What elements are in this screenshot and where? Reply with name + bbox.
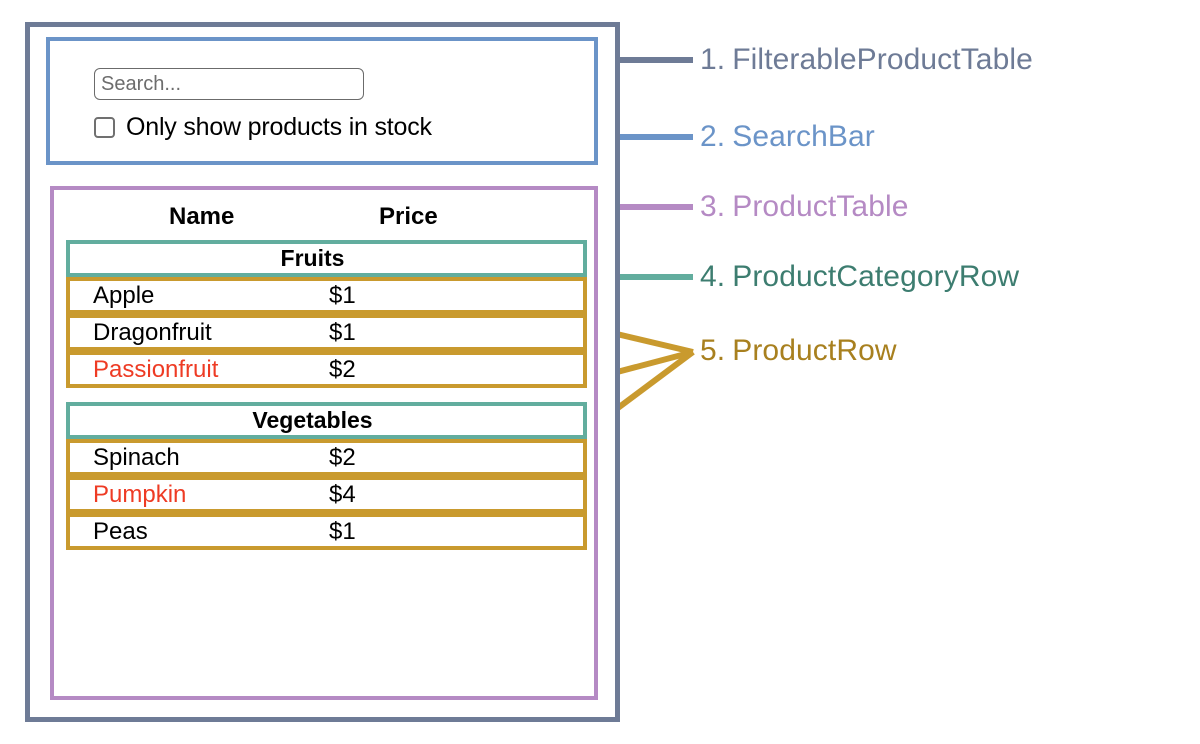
column-header-name: Name — [169, 203, 235, 230]
product-name: Passionfruit — [93, 355, 219, 383]
legend-label: ProductTable — [732, 190, 909, 223]
legend-label: ProductRow — [732, 334, 897, 367]
product-price: $1 — [329, 517, 356, 545]
legend-item-product-category-row: 4.ProductCategoryRow — [700, 260, 1019, 294]
product-price: $1 — [329, 281, 356, 309]
product-price: $1 — [329, 318, 356, 346]
product-price: $4 — [329, 480, 356, 508]
in-stock-filter-row[interactable]: Only show products in stock — [94, 113, 432, 142]
legend-label: FilterableProductTable — [732, 43, 1033, 76]
product-table-frame: Name Price Fruits Apple $1 Dragonfruit $… — [50, 186, 598, 700]
product-name: Pumpkin — [93, 480, 187, 508]
product-price: $2 — [329, 355, 356, 383]
product-row: Pumpkin $4 — [66, 476, 587, 513]
legend-item-search-bar: 2.SearchBar — [700, 120, 875, 154]
product-category-label: Fruits — [280, 245, 345, 271]
legend-number: 3. — [700, 190, 726, 223]
in-stock-filter-label: Only show products in stock — [126, 113, 432, 141]
search-bar-frame: Only show products in stock — [46, 37, 598, 165]
product-category-row: Vegetables — [66, 402, 587, 439]
legend-item-product-row: 5.ProductRow — [700, 334, 897, 368]
product-name: Spinach — [93, 443, 180, 471]
legend-label: ProductCategoryRow — [732, 260, 1020, 293]
product-rows-area: Fruits Apple $1 Dragonfruit $1 Passionfr… — [66, 240, 587, 550]
product-name: Dragonfruit — [93, 318, 212, 346]
legend-number: 1. — [700, 43, 726, 76]
product-row: Dragonfruit $1 — [66, 314, 587, 351]
column-header-price: Price — [379, 203, 438, 230]
checkbox-icon[interactable] — [94, 117, 115, 138]
product-row: Spinach $2 — [66, 439, 587, 476]
product-name: Apple — [93, 281, 155, 309]
legend-item-product-table: 3.ProductTable — [700, 190, 909, 224]
legend-label: SearchBar — [732, 120, 875, 153]
product-category-row: Fruits — [66, 240, 587, 277]
legend-number: 4. — [700, 260, 726, 293]
product-category-label: Vegetables — [252, 407, 373, 433]
search-input[interactable] — [94, 68, 364, 100]
table-header-row: Name Price — [54, 198, 594, 236]
product-row: Passionfruit $2 — [66, 351, 587, 388]
product-name: Peas — [93, 517, 148, 545]
legend-item-filterable-product-table: 1.FilterableProductTable — [700, 43, 1033, 77]
product-row: Apple $1 — [66, 277, 587, 314]
section-spacer — [66, 388, 587, 402]
legend-number: 2. — [700, 120, 726, 153]
product-row: Peas $1 — [66, 513, 587, 550]
legend-number: 5. — [700, 334, 726, 367]
product-price: $2 — [329, 443, 356, 471]
